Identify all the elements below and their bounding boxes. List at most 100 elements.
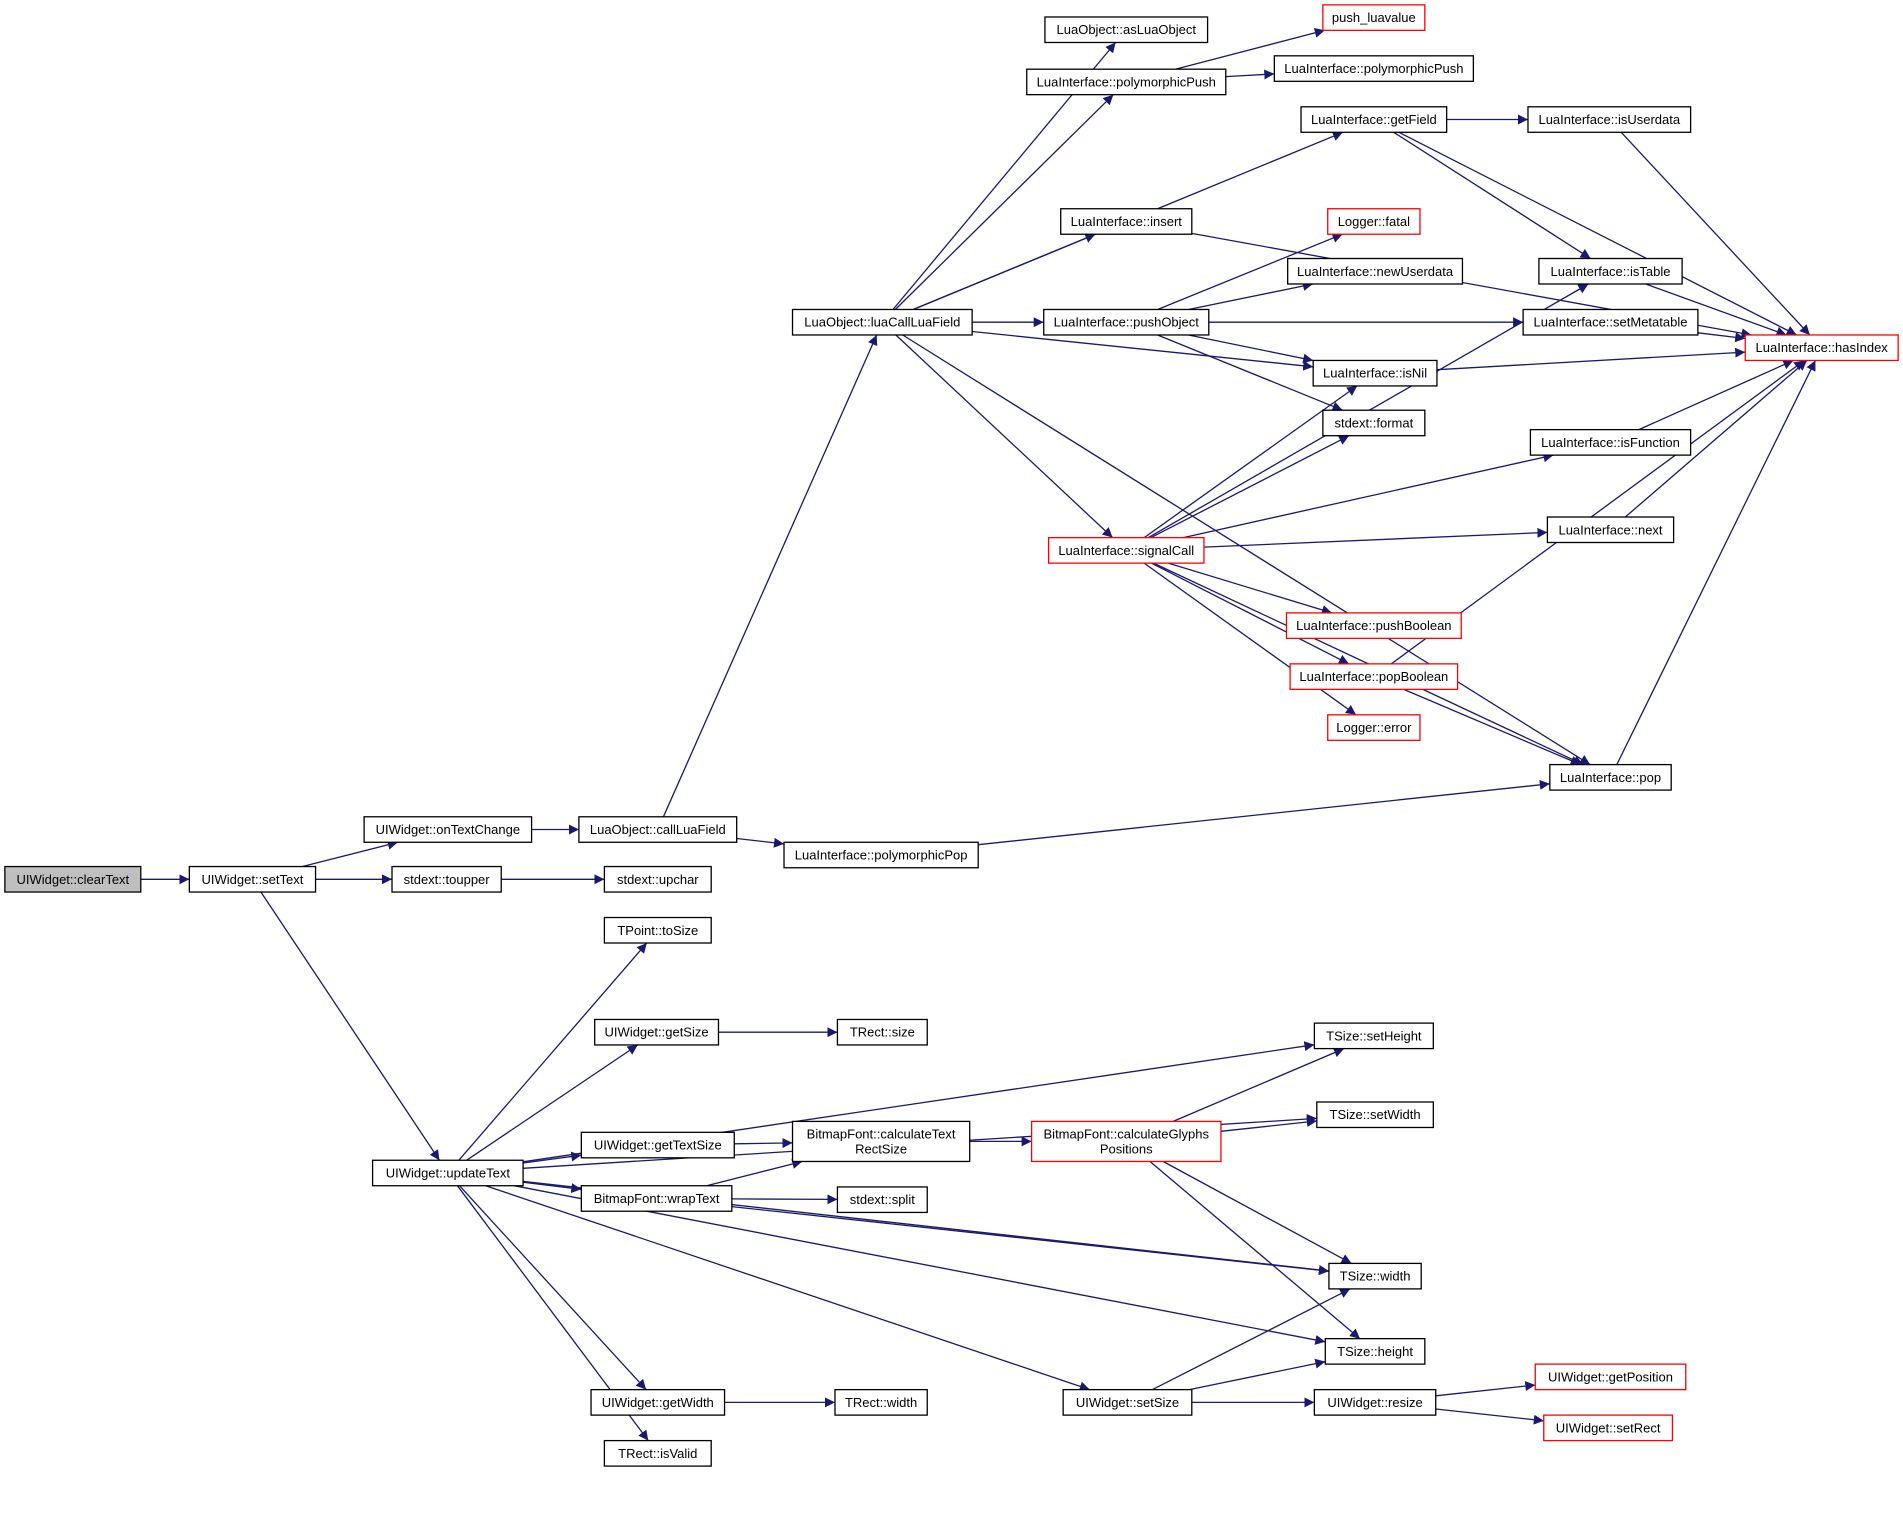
edge-updateText-to-getWidth	[459, 1185, 647, 1391]
edge-signalCall-to-isNil	[1143, 385, 1358, 539]
edge-luaCallLuaField-to-insert	[912, 233, 1096, 311]
node-get-field[interactable]: LuaInterface::getField	[1300, 106, 1448, 133]
node-set-height[interactable]: TSize::setHeight	[1313, 1022, 1434, 1050]
edge-isTable-to-hasIndex	[1645, 283, 1787, 337]
node-is-nil[interactable]: LuaInterface::isNil	[1312, 359, 1438, 387]
node-is-table[interactable]: LuaInterface::isTable	[1538, 257, 1683, 285]
node-label: LuaInterface::signalCall	[1058, 543, 1194, 558]
node-label: LuaInterface::setMetatable	[1534, 315, 1688, 330]
edge-next-to-hasIndex	[1624, 360, 1808, 518]
node-rect-size[interactable]: TRect::size	[836, 1018, 928, 1046]
edge-polyPush1-to-polyPush2	[1225, 69, 1275, 80]
node-format[interactable]: stdext::format	[1322, 409, 1426, 437]
node-poly-push2[interactable]: LuaInterface::polymorphicPush	[1273, 55, 1475, 82]
node-set-size[interactable]: UIWidget::setSize	[1062, 1388, 1193, 1416]
node-label: LuaObject::callLuaField	[590, 822, 726, 837]
node-wrap-text[interactable]: BitmapFont::wrapText	[580, 1185, 733, 1212]
node-set-text[interactable]: UIWidget::setText	[188, 865, 317, 893]
edge-calcGlyphs-to-setHeight	[1172, 1047, 1345, 1122]
node-poly-push1[interactable]: LuaInterface::polymorphicPush	[1026, 68, 1227, 96]
node-pop[interactable]: LuaInterface::pop	[1549, 763, 1672, 791]
node-box	[603, 1439, 712, 1467]
node-is-function[interactable]: LuaInterface::isFunction	[1529, 428, 1692, 456]
node-box	[1744, 334, 1899, 362]
node-push-luavalue[interactable]: push_luavalue	[1322, 4, 1426, 31]
edge-signalCall-to-next	[1203, 527, 1548, 548]
node-label: LuaInterface::pop	[1560, 770, 1661, 785]
node-get-text-size[interactable]: UIWidget::getTextSize	[580, 1131, 735, 1159]
node-box	[1522, 308, 1699, 336]
node-signal-call[interactable]: LuaInterface::signalCall	[1047, 536, 1205, 564]
node-box	[791, 308, 973, 336]
node-get-position[interactable]: UIWidget::getPosition	[1534, 1363, 1687, 1391]
edge-calcGlyphs-to-setWidth	[1220, 1117, 1317, 1132]
node-get-width[interactable]: UIWidget::getWidth	[590, 1388, 726, 1416]
node-poly-pop[interactable]: LuaInterface::polymorphicPop	[783, 841, 979, 869]
node-lua-call-lua-field[interactable]: LuaObject::luaCallLuaField	[791, 308, 973, 336]
node-label: UIWidget::resize	[1327, 1395, 1422, 1410]
node-upchar[interactable]: stdext::upchar	[603, 865, 712, 893]
node-toupper[interactable]: stdext::toupper	[391, 865, 502, 893]
node-label: TRect::isValid	[618, 1446, 697, 1461]
node-box	[1327, 208, 1421, 235]
node-label: stdext::upchar	[617, 872, 699, 887]
node-label: LuaInterface::polymorphicPop	[795, 848, 968, 863]
node-is-valid[interactable]: TRect::isValid	[603, 1439, 712, 1467]
node-box	[1313, 1022, 1434, 1050]
node-get-size[interactable]: UIWidget::getSize	[594, 1018, 720, 1046]
edge-pop-to-hasIndex	[1616, 360, 1816, 765]
edge-luaCallLuaField-to-signalCall	[895, 334, 1114, 539]
node-call-lua-field[interactable]: LuaObject::callLuaField	[578, 816, 738, 843]
node-rect-width[interactable]: TRect::width	[834, 1388, 928, 1416]
edge-signalCall-to-isFunction	[1183, 452, 1554, 539]
node-pop-boolean[interactable]: LuaInterface::popBoolean	[1289, 663, 1459, 691]
node-push-object[interactable]: LuaInterface::pushObject	[1043, 308, 1210, 336]
node-resize[interactable]: UIWidget::resize	[1313, 1388, 1437, 1416]
node-as-lua-object[interactable]: LuaObject::asLuaObject	[1044, 16, 1209, 44]
node-split[interactable]: stdext::split	[836, 1186, 928, 1214]
node-new-userdata[interactable]: LuaInterface::newUserdata	[1287, 257, 1464, 285]
node-label: UIWidget::getTextSize	[594, 1138, 722, 1153]
node-label: UIWidget::setSize	[1076, 1395, 1179, 1410]
edge-wrapText-to-sizeWidth	[731, 1205, 1329, 1276]
node-on-text-change[interactable]: UIWidget::onTextChange	[363, 816, 533, 843]
edge-wrapText-to-calcTextRectSize	[706, 1159, 803, 1187]
node-label: TPoint::toSize	[617, 923, 698, 938]
node-box	[791, 1120, 971, 1163]
node-error[interactable]: Logger::error	[1327, 714, 1421, 741]
node-to-size[interactable]: TPoint::toSize	[603, 916, 712, 944]
node-is-userdata[interactable]: LuaInterface::isUserdata	[1527, 106, 1692, 133]
edge-setMetatable-to-hasIndex	[1697, 332, 1746, 343]
node-update-text[interactable]: UIWidget::updateText	[371, 1159, 524, 1187]
edge-getField-to-isTable	[1393, 131, 1591, 260]
node-size-width[interactable]: TSize::width	[1328, 1262, 1422, 1290]
node-label: LuaInterface::getField	[1311, 112, 1437, 127]
node-box	[1030, 1120, 1222, 1163]
node-size-height[interactable]: TSize::height	[1324, 1338, 1426, 1365]
node-box	[1060, 208, 1193, 235]
node-next[interactable]: LuaInterface::next	[1546, 516, 1675, 544]
node-label: LuaInterface::polymorphicPush	[1037, 74, 1216, 89]
node-set-width[interactable]: TSize::setWidth	[1316, 1101, 1434, 1129]
node-label: LuaInterface::insert	[1071, 214, 1183, 229]
node-box	[363, 816, 533, 843]
node-label: LuaInterface::pushObject	[1054, 315, 1200, 330]
node-label: LuaObject::asLuaObject	[1057, 22, 1197, 37]
node-fatal[interactable]: Logger::fatal	[1327, 208, 1421, 235]
edge-luaCallLuaField-to-isNil	[972, 330, 1314, 371]
node-push-boolean[interactable]: LuaInterface::pushBoolean	[1285, 612, 1462, 640]
edge-polyPush1-to-push_luavalue	[1175, 27, 1325, 70]
node-box	[1534, 1363, 1687, 1391]
edge-polyPop-to-pop	[978, 779, 1550, 846]
node-clear-text[interactable]: UIWidget::clearText	[4, 865, 142, 893]
node-has-index[interactable]: LuaInterface::hasIndex	[1744, 334, 1899, 362]
node-set-metatable[interactable]: LuaInterface::setMetatable	[1522, 308, 1699, 336]
node-insert[interactable]: LuaInterface::insert	[1060, 208, 1193, 235]
edge-pushObject-to-newUserdata	[1188, 281, 1314, 311]
node-label: stdext::format	[1334, 415, 1413, 430]
edge-updateText-to-setSize	[485, 1185, 1090, 1392]
node-label: Logger::fatal	[1338, 214, 1410, 229]
node-set-rect[interactable]: UIWidget::setRect	[1543, 1414, 1674, 1442]
